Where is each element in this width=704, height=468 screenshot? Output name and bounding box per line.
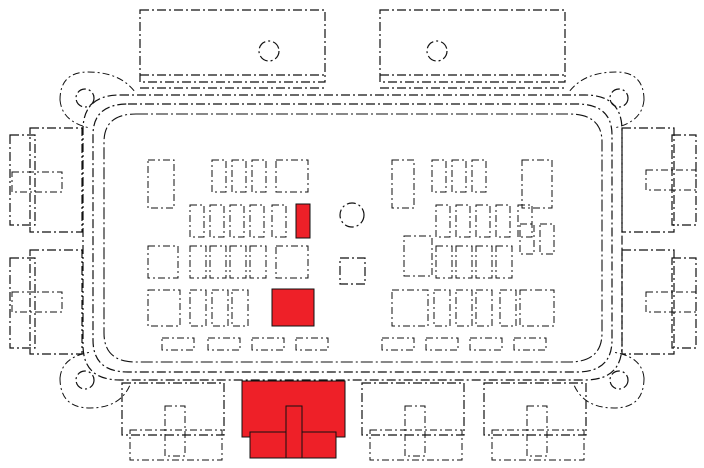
- fuse-slot: [475, 289, 493, 327]
- mount-hole: [75, 88, 95, 108]
- fuse-slot: [519, 223, 535, 255]
- relay-slot: [519, 289, 555, 327]
- fuse-slot: [455, 289, 473, 327]
- mini-fuse-slot: [425, 337, 459, 351]
- fuse-slot: [455, 245, 473, 279]
- side-connector-left: [9, 127, 83, 355]
- fuse-slot: [251, 159, 267, 193]
- mini-fuse-slot: [161, 337, 195, 351]
- fuse-slot: [271, 204, 287, 238]
- top-connector-right: [379, 9, 566, 89]
- mount-hole: [258, 40, 280, 62]
- mini-fuse-slot: [469, 337, 503, 351]
- slot-row-2-col-6: [295, 203, 311, 239]
- fuse-slot: [189, 245, 207, 279]
- bottom-connector-2: [241, 380, 346, 459]
- fuse-slot: [211, 289, 229, 327]
- side-connector-right: [621, 127, 697, 355]
- fuse-slot: [495, 204, 511, 238]
- mount-hole: [75, 370, 95, 390]
- relay-slot: [391, 159, 415, 209]
- top-connector-left: [139, 9, 326, 89]
- fuse-slot: [435, 245, 453, 279]
- fuse-slot: [471, 159, 487, 193]
- bottom-connector-3: [361, 382, 465, 461]
- relay-slot: [275, 159, 309, 193]
- housing-outline: [59, 71, 645, 409]
- relay-slot: [147, 159, 175, 209]
- fuse-slot: [433, 289, 451, 327]
- fuse-slot: [435, 204, 451, 238]
- center-block: [339, 257, 366, 285]
- relay-slot: [275, 245, 309, 279]
- bottom-connector-4: [483, 382, 587, 461]
- fuse-slot: [539, 223, 555, 255]
- mount-hole: [426, 40, 448, 62]
- fuse-slot: [499, 289, 517, 327]
- relay-slot: [147, 289, 181, 327]
- center-mount-hole: [339, 202, 365, 228]
- fuse-slot: [229, 245, 247, 279]
- fuse-slot: [209, 245, 227, 279]
- relay-slot: [147, 245, 179, 279]
- fuse-slot: [475, 204, 491, 238]
- fuse-slot: [495, 245, 513, 279]
- fuse-slot: [189, 289, 207, 327]
- fuse-slot: [249, 245, 267, 279]
- relay-slot: [391, 289, 429, 327]
- fuse-slot: [517, 204, 533, 238]
- fuse-slot: [249, 204, 265, 238]
- fuse-slot: [231, 159, 247, 193]
- bottom-connector-1: [121, 382, 225, 461]
- mini-fuse-slot: [251, 337, 285, 351]
- fuse-slot: [451, 159, 467, 193]
- mini-fuse-slot: [513, 337, 547, 351]
- relay-slot: [521, 159, 553, 209]
- fuse-slot: [211, 159, 227, 193]
- mini-fuse-slot: [295, 337, 329, 351]
- relay-row-4-col-4: [271, 288, 315, 327]
- slot-grid: [147, 159, 555, 351]
- mini-fuse-slot: [381, 337, 415, 351]
- fuse-slot: [455, 204, 471, 238]
- fuse-slot: [209, 204, 225, 238]
- fuse-slot: [189, 204, 205, 238]
- fuse-slot: [229, 204, 245, 238]
- mount-hole: [609, 88, 629, 108]
- fuse-slot: [475, 245, 493, 279]
- mini-fuse-slot: [207, 337, 241, 351]
- fuse-slot: [431, 159, 447, 193]
- relay-slot: [403, 235, 433, 277]
- mount-hole: [609, 370, 629, 390]
- fuse-slot: [231, 289, 249, 327]
